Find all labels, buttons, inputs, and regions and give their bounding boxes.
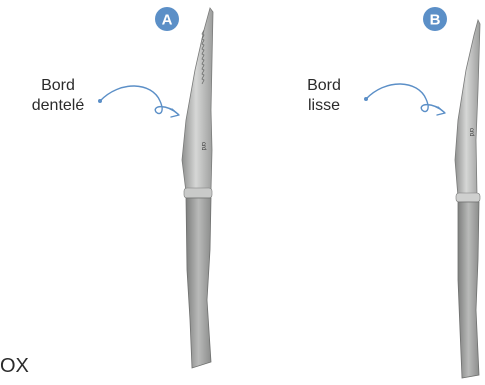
smooth-blade (455, 20, 480, 197)
handle (458, 202, 479, 378)
callout-serrated-edge: Bord dentelé (22, 76, 94, 116)
callout-line: Bord (22, 76, 94, 96)
badge-a: A (155, 7, 179, 31)
callout-line: dentelé (22, 96, 94, 116)
serrated-knife-icon: crd (182, 8, 213, 368)
cutoff-text: OX (0, 355, 29, 378)
handle-mark: crd (468, 128, 474, 136)
handle-mark: crd (200, 142, 206, 150)
badge-b: B (423, 7, 447, 31)
bolster (456, 193, 480, 202)
callout-line: Bord (296, 76, 352, 96)
bolster (184, 188, 212, 198)
badge-label: B (430, 12, 441, 29)
badge-label: A (162, 12, 173, 29)
curved-arrow-icon (98, 86, 179, 117)
handle (186, 198, 211, 368)
serrated-blade (182, 8, 213, 192)
smooth-knife-icon: crd (455, 20, 480, 378)
callout-smooth-edge: Bord lisse (296, 76, 352, 116)
callout-line: lisse (296, 96, 352, 116)
curved-arrow-icon (364, 84, 445, 115)
